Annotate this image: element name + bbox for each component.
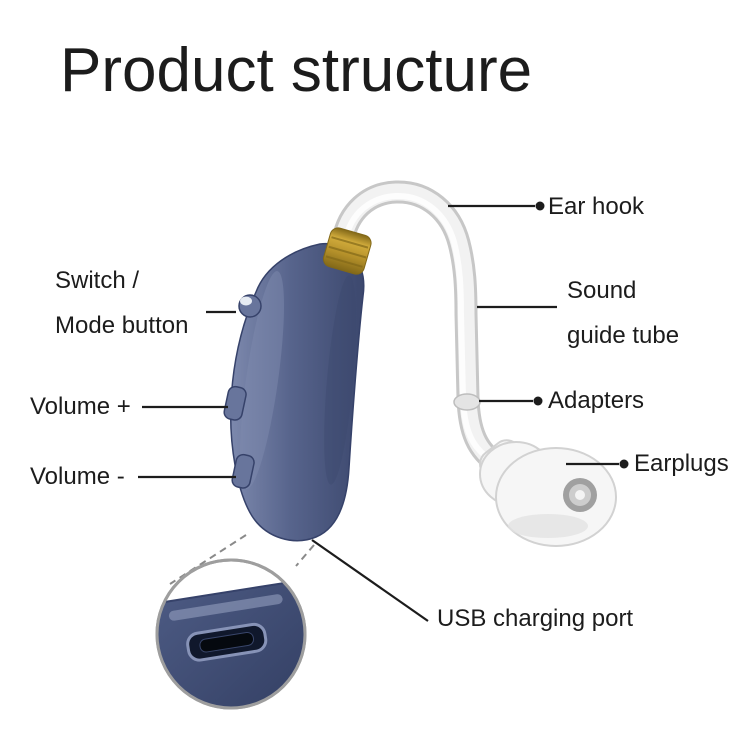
label-sound-line2: guide tube [567, 322, 680, 349]
label-adapters: Adapters [548, 387, 645, 414]
hearing-aid-body [223, 242, 365, 542]
label-sound-guide-tube: Sound guide tube [567, 268, 679, 358]
body-shadow-edge [324, 275, 356, 485]
label-switch-line1: Switch / [55, 267, 140, 294]
label-volume-plus: Volume + [30, 393, 131, 420]
earplug [479, 439, 617, 547]
label-sound-line1: Sound [567, 277, 637, 304]
tube-fill [334, 183, 507, 473]
label-earplugs: Earplugs [634, 450, 729, 477]
zoom-dash-left [169, 534, 247, 585]
label-volume-minus: Volume - [30, 463, 125, 490]
adapter-ring [453, 393, 481, 411]
leader-dot-ear-hook [535, 201, 545, 211]
mode-button [238, 294, 262, 318]
gold-ridge-1 [331, 236, 369, 249]
usb-slot-inner [199, 631, 255, 653]
magnifier-lens-ring [155, 558, 307, 710]
earplug-shading [508, 514, 588, 538]
label-ear-hook: Ear hook [548, 193, 645, 220]
leader-line-usb-charging-port [311, 539, 429, 622]
zoom-dash-right [295, 544, 315, 567]
earplug-sound-outlet-center [575, 490, 585, 500]
leader-dot-adapters [533, 396, 543, 406]
tube-shine [343, 192, 493, 462]
label-switch-line2: Mode button [55, 312, 189, 339]
body-highlight [239, 271, 285, 489]
sound-guide-tube [331, 180, 510, 476]
volume-minus-button [231, 453, 255, 489]
gold-connector [322, 227, 372, 275]
leader-dot-earplugs [619, 459, 629, 469]
gold-ridge-2 [328, 245, 367, 259]
label-switch-mode-button: Switch / Mode button [55, 258, 188, 348]
volume-minus-cap [231, 453, 255, 489]
volume-plus-button [223, 385, 247, 421]
gold-ridge-3 [325, 255, 363, 268]
usb-port-magnifier [155, 558, 307, 710]
label-usb-charging-port: USB charging port [437, 605, 634, 632]
page-title: Product structure [60, 36, 533, 105]
leader-lines [138, 201, 629, 622]
volume-plus-cap [223, 385, 247, 421]
usb-panel-highlight [168, 594, 283, 621]
mode-button-shine [240, 296, 252, 306]
